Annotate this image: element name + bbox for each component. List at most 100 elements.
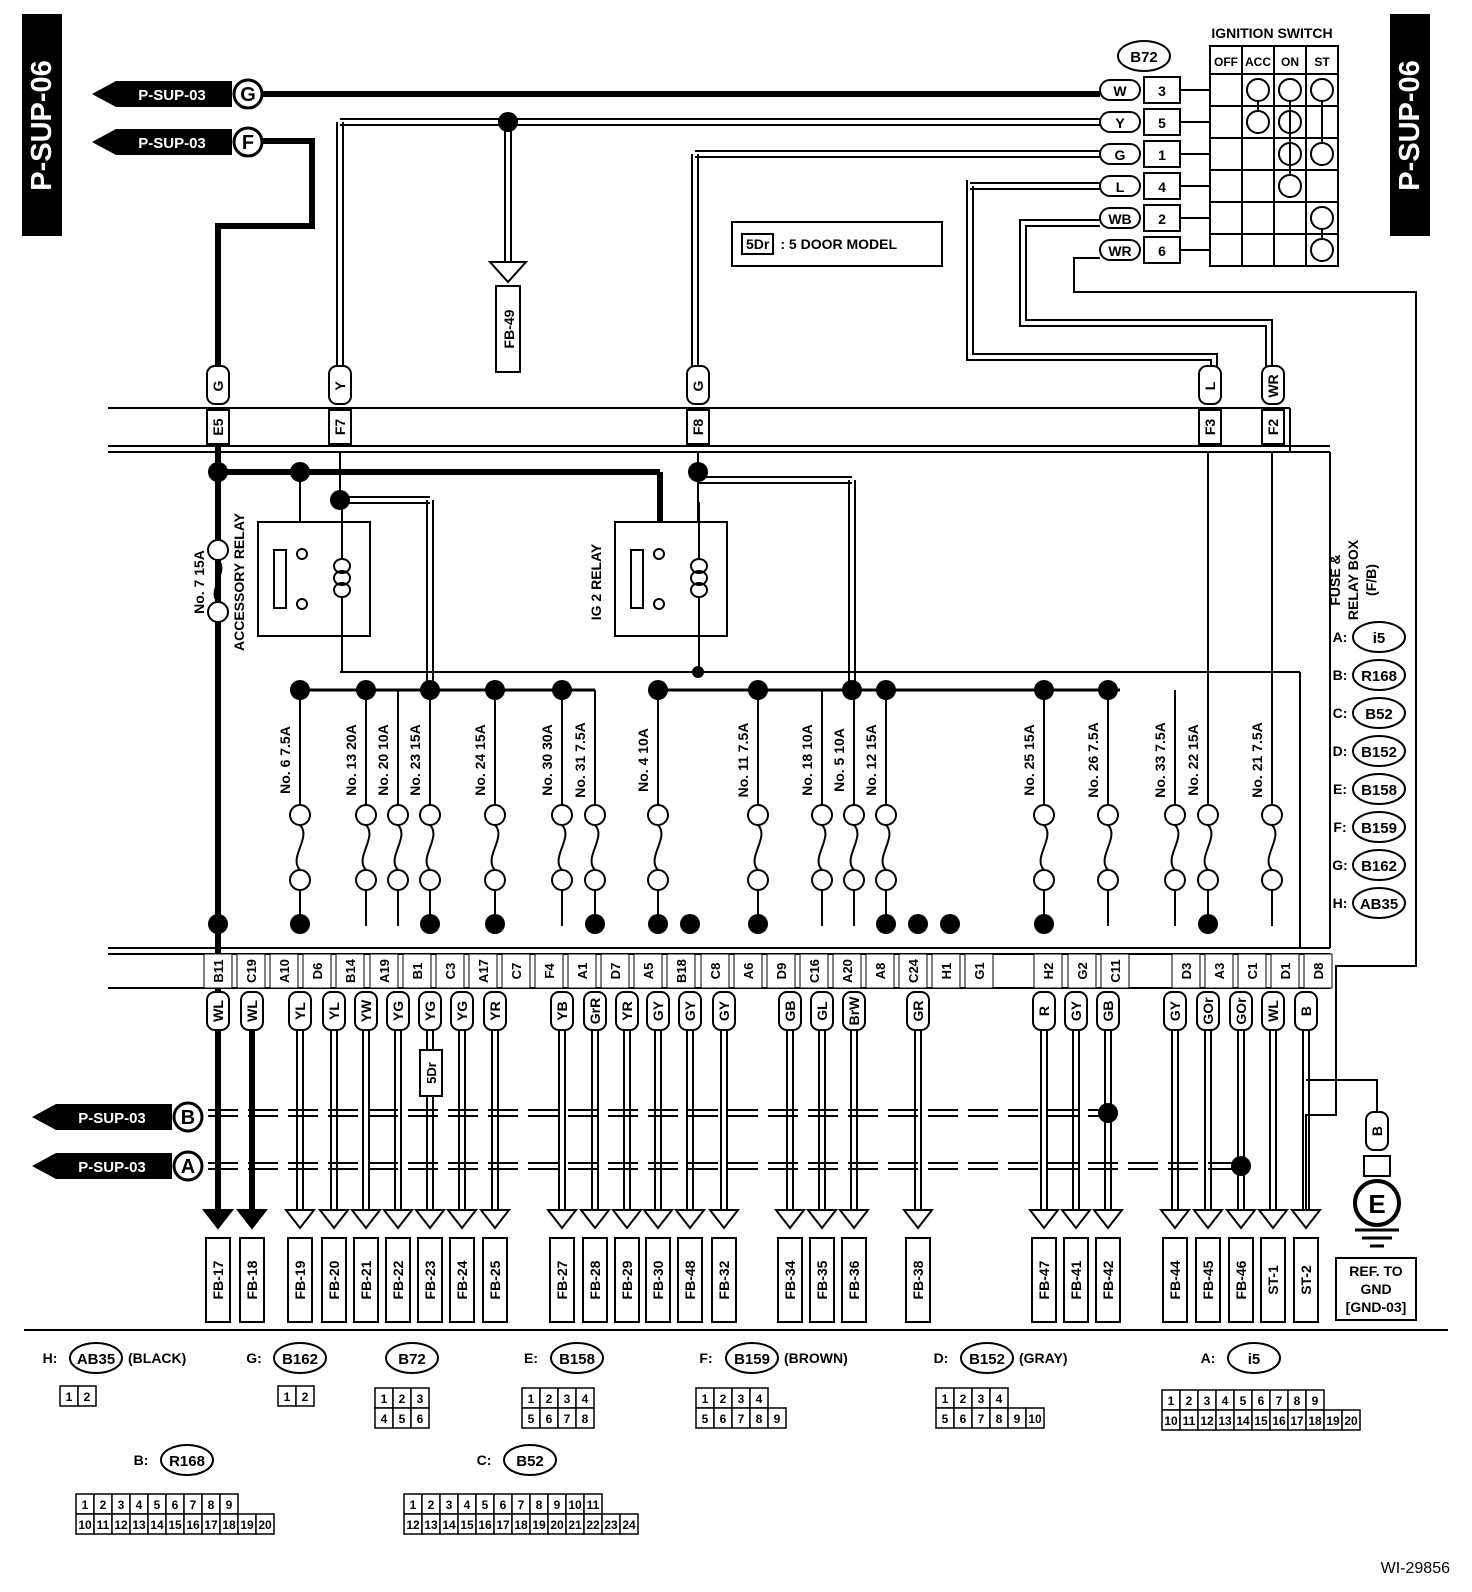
- svg-text:YL: YL: [292, 1002, 308, 1020]
- svg-text:ST-2: ST-2: [1298, 1265, 1314, 1295]
- entry-e5: GE5: [206, 365, 230, 445]
- dest-fb-19: FB-19: [287, 1237, 313, 1323]
- svg-text:C:: C:: [477, 1452, 492, 1468]
- svg-text:(GRAY): (GRAY): [1019, 1350, 1068, 1366]
- svg-text:B72: B72: [398, 1351, 426, 1368]
- svg-text:5: 5: [399, 1412, 406, 1426]
- fuse-no-18-10a: No. 18 10A: [799, 690, 833, 926]
- svg-text:No. 20 10A: No. 20 10A: [375, 724, 391, 796]
- svg-text:WB: WB: [1108, 211, 1131, 227]
- svg-text:23: 23: [604, 1518, 618, 1532]
- svg-text:(BROWN): (BROWN): [784, 1350, 848, 1366]
- svg-text:No. 6 7.5A: No. 6 7.5A: [277, 726, 293, 794]
- svg-text:FB-18: FB-18: [244, 1260, 260, 1299]
- switch-wire-w: W: [1099, 79, 1141, 101]
- svg-text:B18: B18: [674, 959, 689, 983]
- wire-yr-11: YR: [610, 991, 644, 1230]
- svg-text:2: 2: [546, 1392, 553, 1406]
- fuse-no-12-15a: No. 12 15A: [863, 690, 897, 926]
- svg-text:No. 12 15A: No. 12 15A: [863, 724, 879, 796]
- dest-st-1: ST-1: [1260, 1237, 1286, 1323]
- pin-d7: D7: [600, 953, 630, 989]
- svg-text:FB-29: FB-29: [619, 1260, 635, 1299]
- fb-conn-letter-3: D:: [1333, 743, 1348, 759]
- dest-fb-28: FB-28: [582, 1237, 608, 1323]
- svg-text:GR: GR: [910, 1001, 926, 1022]
- svg-text:FB-24: FB-24: [454, 1260, 470, 1299]
- dest-fb-45: FB-45: [1195, 1237, 1221, 1323]
- svg-text:GL: GL: [814, 1001, 830, 1021]
- entry-f3: LF3: [1198, 365, 1222, 445]
- svg-text:FB-36: FB-36: [846, 1260, 862, 1299]
- svg-text:A10: A10: [277, 959, 292, 983]
- svg-text:10: 10: [78, 1518, 92, 1532]
- svg-text:A8: A8: [873, 963, 888, 980]
- svg-text:6: 6: [1258, 1394, 1265, 1408]
- svg-text:YB: YB: [554, 1001, 570, 1020]
- svg-text:5: 5: [1240, 1394, 1247, 1408]
- svg-text:6: 6: [720, 1412, 727, 1426]
- svg-text:No. 18 10A: No. 18 10A: [799, 724, 815, 796]
- switch-col-acc: ACC: [1245, 55, 1271, 69]
- svg-text:E: E: [1368, 1189, 1385, 1219]
- svg-text:2: 2: [100, 1498, 107, 1512]
- fuse-box-legend: FUSE &RELAY BOX(F/B)A:i5B:R168C:B52D:B15…: [1327, 539, 1406, 919]
- svg-text:D:: D:: [934, 1350, 949, 1366]
- svg-text:G1: G1: [972, 962, 987, 979]
- dest-fb-20: FB-20: [321, 1237, 347, 1323]
- svg-text:17: 17: [1290, 1414, 1304, 1428]
- pin-b14: B14: [335, 953, 365, 989]
- svg-text:L: L: [1116, 179, 1125, 195]
- dest-fb-22: FB-22: [385, 1237, 411, 1323]
- svg-text:FB-48: FB-48: [682, 1260, 698, 1299]
- svg-text:4: 4: [582, 1392, 589, 1406]
- legend-i5: A:i5: [1201, 1342, 1281, 1374]
- svg-text:GB: GB: [782, 1001, 798, 1022]
- dest-fb-25: FB-25: [482, 1237, 508, 1323]
- fb-conn-b52: B52: [1352, 697, 1406, 729]
- svg-text:i5: i5: [1248, 1351, 1261, 1368]
- fuse-no-6-7-5a: No. 6 7.5A: [277, 690, 311, 926]
- legend-b52: C:B52: [477, 1444, 557, 1476]
- entry-f7: YF7: [328, 365, 352, 445]
- legend-b159: F:B159(BROWN): [699, 1342, 848, 1374]
- svg-text:L: L: [1202, 381, 1218, 390]
- svg-text:11: 11: [587, 1498, 600, 1512]
- svg-text:YW: YW: [358, 999, 374, 1022]
- pin-a17: A17: [468, 953, 498, 989]
- svg-text:3: 3: [978, 1392, 985, 1406]
- svg-text:F2: F2: [1265, 419, 1281, 436]
- fuse-no-13-20a: No. 13 20A: [343, 690, 377, 926]
- svg-text:18: 18: [222, 1518, 236, 1532]
- svg-text:A1: A1: [575, 963, 590, 980]
- svg-text:B72: B72: [1130, 49, 1158, 66]
- svg-text:B158: B158: [1361, 782, 1397, 799]
- dest-fb-48: FB-48: [677, 1237, 703, 1323]
- svg-text:A5: A5: [641, 963, 656, 980]
- dest-fb-38: FB-38: [905, 1237, 931, 1323]
- svg-text:1: 1: [66, 1390, 73, 1404]
- svg-text:A20: A20: [840, 959, 855, 983]
- fb-conn-letter-2: C:: [1333, 705, 1348, 721]
- svg-text:8: 8: [208, 1498, 215, 1512]
- svg-text:17: 17: [204, 1518, 218, 1532]
- fb-conn-i5: i5: [1352, 621, 1406, 653]
- wire-wl-1: WL: [235, 991, 269, 1230]
- legend-b162: G:B162: [246, 1342, 327, 1374]
- svg-text:15: 15: [168, 1518, 182, 1532]
- fuse-no-33-7-5a: No. 33 7.5A: [1152, 690, 1186, 926]
- svg-text:C19: C19: [244, 959, 259, 983]
- pin-a20: A20: [832, 953, 862, 989]
- svg-text:B152: B152: [969, 1351, 1005, 1368]
- svg-text:No. 11 7.5A: No. 11 7.5A: [735, 723, 751, 798]
- svg-text:RELAY BOX: RELAY BOX: [1345, 539, 1361, 620]
- svg-text:GY: GY: [682, 1000, 698, 1021]
- svg-text:18: 18: [1308, 1414, 1322, 1428]
- switch-pin-1: 1: [1158, 147, 1166, 163]
- wire-brw-17: BrW: [837, 991, 871, 1230]
